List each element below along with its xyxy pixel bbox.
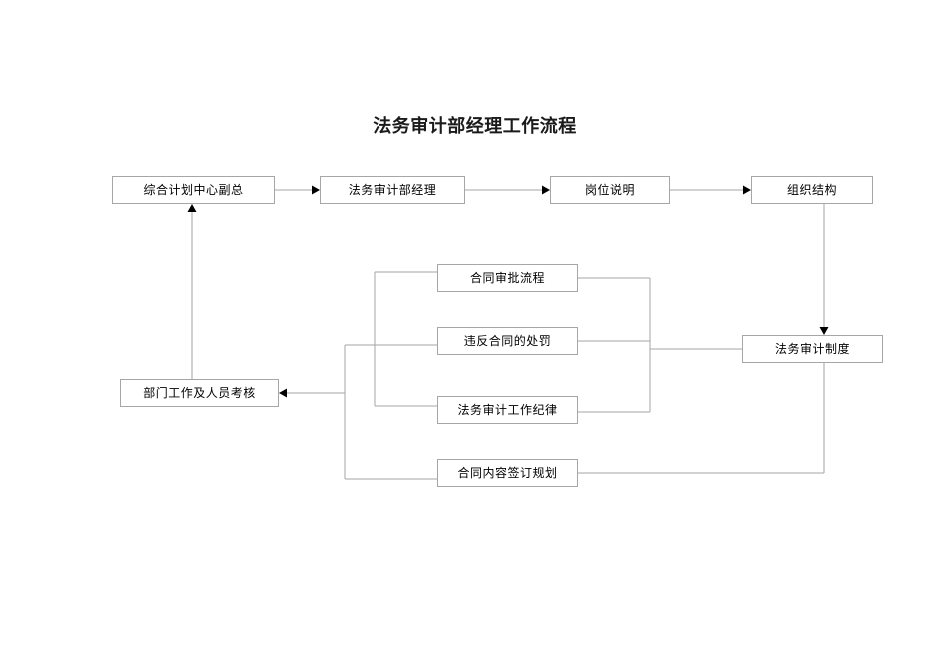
arrowhead-up-deputy <box>187 204 197 212</box>
node-label: 合同内容签订规划 <box>457 466 558 480</box>
node-label: 组织结构 <box>786 183 837 197</box>
node-label: 综合计划中心副总 <box>143 183 244 197</box>
node-deputy-gm[interactable]: 综合计划中心副总 <box>112 176 275 204</box>
arrowhead-left-appraisal <box>279 388 287 398</box>
page-title: 法务审计部经理工作流程 <box>373 116 577 136</box>
node-label: 法务审计工作纪律 <box>457 403 558 417</box>
node-label: 法务审计制度 <box>774 342 850 356</box>
node-contract-approval-process[interactable]: 合同审批流程 <box>437 264 578 292</box>
node-department-appraisal[interactable]: 部门工作及人员考核 <box>120 379 279 407</box>
node-label: 合同审批流程 <box>469 271 545 285</box>
node-label: 岗位说明 <box>584 183 635 197</box>
node-org-structure[interactable]: 组织结构 <box>751 176 873 204</box>
arrowhead-right-manager <box>312 185 320 195</box>
arrowhead-right-jobdesc <box>542 185 550 195</box>
node-legal-audit-system[interactable]: 法务审计制度 <box>742 335 883 363</box>
node-legal-audit-manager[interactable]: 法务审计部经理 <box>320 176 465 204</box>
node-label: 违反合同的处罚 <box>463 334 552 348</box>
node-legal-audit-work-discipline[interactable]: 法务审计工作纪律 <box>437 396 578 424</box>
node-contract-signing-planning[interactable]: 合同内容签订规划 <box>437 459 578 487</box>
node-contract-breach-penalty[interactable]: 违反合同的处罚 <box>437 327 578 355</box>
node-label: 法务审计部经理 <box>348 183 437 197</box>
arrowhead-down-auditsystem <box>819 327 829 335</box>
node-job-description[interactable]: 岗位说明 <box>550 176 670 204</box>
arrowhead-right-org <box>743 185 751 195</box>
node-label: 部门工作及人员考核 <box>143 386 256 400</box>
